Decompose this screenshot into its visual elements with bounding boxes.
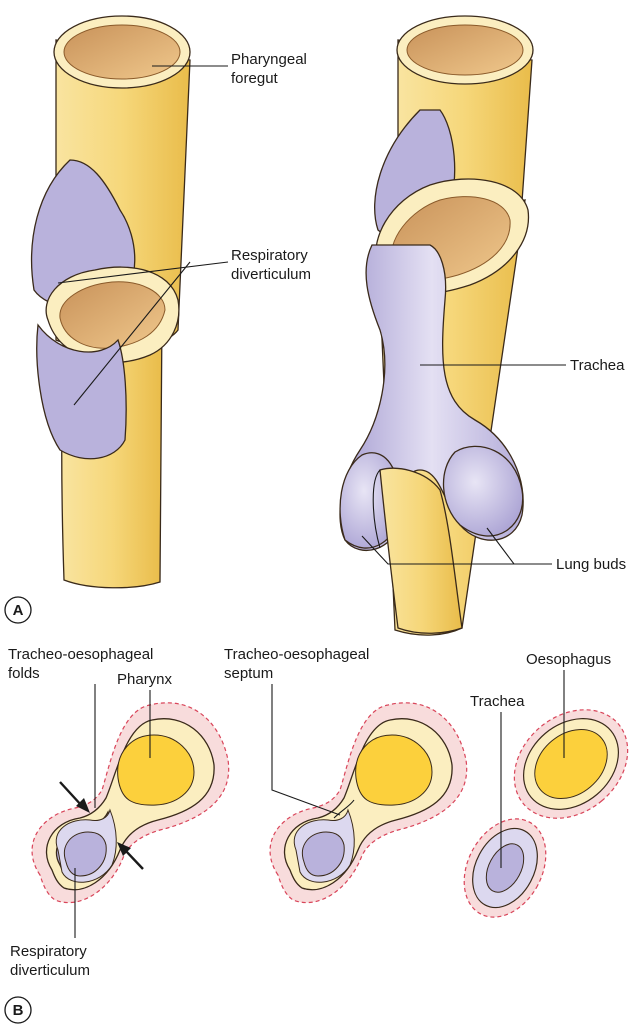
label-respiratory-diverticulum-b-2: diverticulum — [10, 962, 90, 979]
panel-b-letter: B — [13, 1002, 24, 1019]
label-tracheo-oesophageal-folds-1: Tracheo-oesophageal — [8, 646, 153, 663]
panel-b-separated-section — [448, 687, 644, 931]
label-pharynx: Pharynx — [117, 671, 173, 688]
upper-foregut-lumen — [407, 25, 523, 75]
label-respiratory-diverticulum-1: Respiratory — [231, 247, 308, 264]
label-tracheo-oesophageal-septum-1: Tracheo-oesophageal — [224, 646, 369, 663]
label-oesophagus: Oesophagus — [526, 651, 611, 668]
panel-a-early-stage — [32, 16, 190, 588]
label-lung-buds: Lung buds — [556, 556, 626, 573]
fold-arrow-lower — [125, 850, 143, 869]
label-tracheo-oesophageal-septum-2: septum — [224, 665, 273, 682]
label-tracheo-oesophageal-folds-2: folds — [8, 665, 40, 682]
label-trachea: Trachea — [570, 357, 625, 374]
panel-b-septum-section — [270, 703, 467, 903]
panel-a-letter: A — [13, 602, 24, 619]
label-respiratory-diverticulum-2: diverticulum — [231, 266, 311, 283]
label-respiratory-diverticulum-b-1: Respiratory — [10, 943, 87, 960]
label-pharyngeal-foregut-1: Pharyngeal — [231, 51, 307, 68]
label-trachea-b: Trachea — [470, 693, 525, 710]
panel-b-folds-section — [32, 703, 229, 903]
leader-septum — [272, 684, 340, 815]
foregut-lumen — [64, 25, 180, 79]
panel-a-later-stage — [340, 16, 533, 635]
fold-arrow-upper — [60, 782, 82, 806]
label-pharyngeal-foregut-2: foregut — [231, 70, 279, 87]
